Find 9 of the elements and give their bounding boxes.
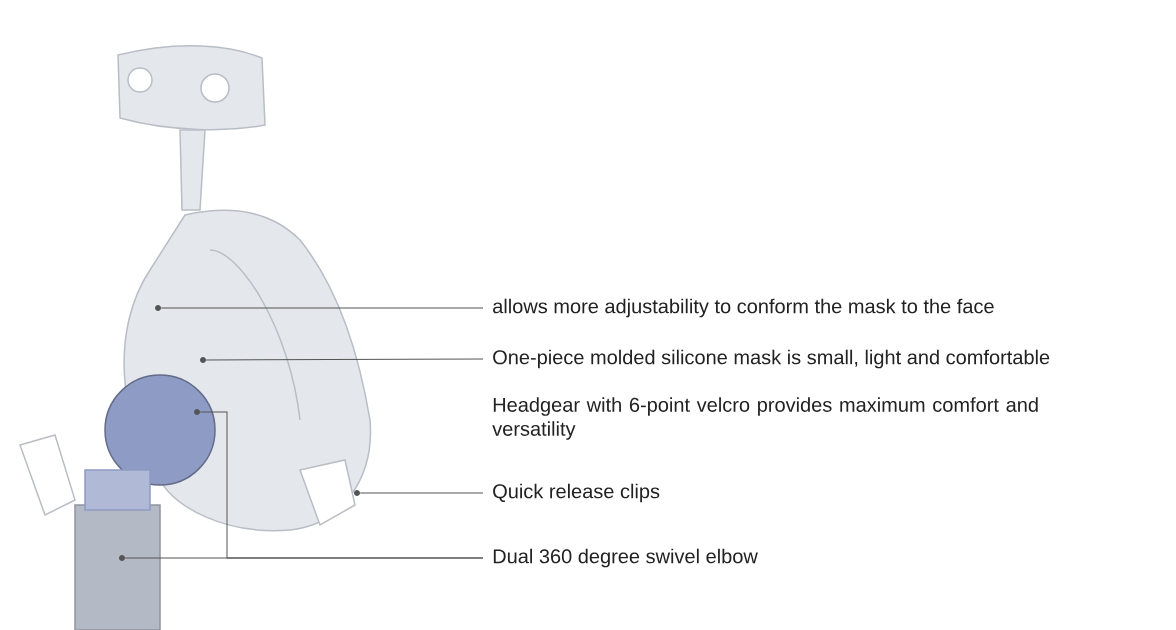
leader-line	[199, 411, 484, 559]
leader-line	[359, 492, 484, 494]
leader-line	[160, 307, 484, 309]
callout-text: Headgear with 6-point velcro provides maximum comfort and versatility	[492, 397, 1038, 440]
callout-text: allows more adjustability to conform the mask to the face	[493, 298, 994, 318]
callout-text: Dual 360 degree swivel elbow	[493, 548, 758, 568]
callout-text: Quick release clips	[493, 483, 660, 503]
callout-text: One-piece molded silicone mask is small, light and comfortable	[493, 349, 1050, 369]
leader-line	[205, 358, 484, 361]
